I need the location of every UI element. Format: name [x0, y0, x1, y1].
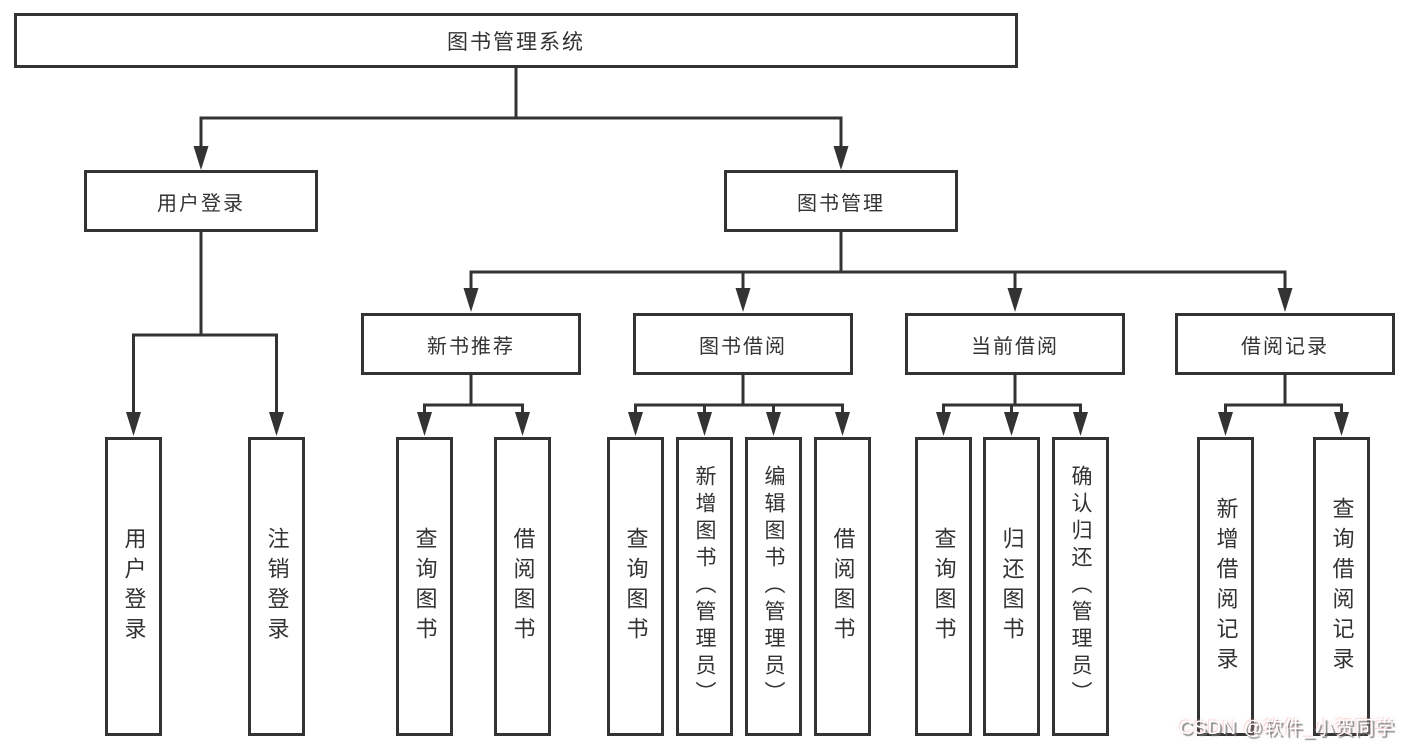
leaf-label: 查询借阅记录	[1329, 496, 1355, 677]
node-label: 借阅记录	[1241, 335, 1329, 358]
leaf-query-book-recommend: 查询图书	[396, 437, 453, 736]
leaf-label: 查询图书	[931, 526, 957, 647]
node-label: 图书管理	[797, 192, 885, 215]
leaf-label: 注销登录	[264, 526, 290, 647]
leaf-logout: 注销登录	[248, 437, 305, 736]
edge-book-management-to-level3	[463, 232, 1293, 312]
leaf-label: 借阅图书	[510, 526, 536, 647]
leaf-label: 新增图书（管理员）	[693, 465, 716, 708]
leaf-label: 查询图书	[412, 526, 438, 647]
node-book-borrow: 图书借阅	[633, 313, 853, 375]
leaf-query-book-current: 查询图书	[915, 437, 972, 736]
edge-new-book-recommend-to-leaves	[417, 375, 530, 436]
leaf-query-borrow-record: 查询借阅记录	[1313, 437, 1370, 736]
node-borrow-records: 借阅记录	[1175, 313, 1395, 375]
node-label: 用户登录	[157, 192, 245, 215]
leaf-label: 归还图书	[999, 526, 1025, 647]
leaf-query-book-borrow: 查询图书	[607, 437, 664, 736]
node-book-management: 图书管理	[724, 170, 958, 232]
leaf-label: 新增借阅记录	[1213, 496, 1239, 677]
node-label: 图书管理系统	[447, 30, 585, 54]
leaf-borrow-book: 借阅图书	[814, 437, 871, 736]
node-label: 新书推荐	[427, 335, 515, 358]
leaf-user-login: 用户登录	[105, 437, 162, 736]
edge-root-to-level2	[193, 68, 849, 170]
leaf-label: 借阅图书	[830, 526, 856, 647]
leaf-label: 确认归还（管理员）	[1069, 465, 1092, 708]
leaf-label: 查询图书	[623, 526, 649, 647]
node-user-login: 用户登录	[84, 170, 318, 232]
edge-borrow-records-to-leaves	[1218, 375, 1349, 436]
leaf-label: 用户登录	[121, 526, 147, 647]
leaf-return-book: 归还图书	[983, 437, 1040, 736]
leaf-add-borrow-record: 新增借阅记录	[1197, 437, 1254, 736]
node-new-book-recommend: 新书推荐	[361, 313, 581, 375]
node-label: 图书借阅	[699, 335, 787, 358]
edge-user-login-to-leaves	[126, 232, 284, 436]
edge-book-borrow-to-leaves	[628, 375, 850, 436]
node-label: 当前借阅	[971, 335, 1059, 358]
leaf-confirm-return-admin: 确认归还（管理员）	[1052, 437, 1109, 736]
leaf-borrow-book-recommend: 借阅图书	[494, 437, 551, 736]
node-current-borrow: 当前借阅	[905, 313, 1125, 375]
node-library-management-system: 图书管理系统	[14, 13, 1018, 68]
edge-current-borrow-to-leaves	[936, 375, 1088, 436]
leaf-add-book-admin: 新增图书（管理员）	[676, 437, 733, 736]
leaf-label: 编辑图书（管理员）	[762, 465, 785, 708]
leaf-edit-book-admin: 编辑图书（管理员）	[745, 437, 802, 736]
csdn-watermark: CSDN @软件_小贺同学	[1179, 718, 1395, 739]
